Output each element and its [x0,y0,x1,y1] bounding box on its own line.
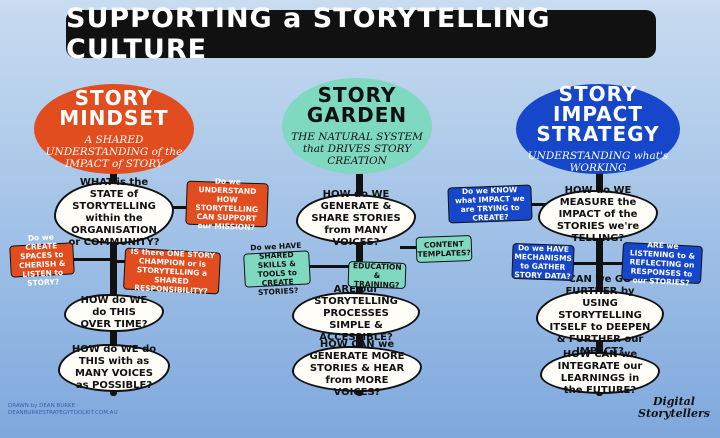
connector [300,265,356,268]
connector [400,246,420,249]
impact-question: HOW do WE MEASURE the IMPACT of the STOR… [538,185,658,244]
mindset-tag: Do we UNDERSTAND HOW STORYTELLING CAN SU… [185,177,269,232]
impact-subtitle: UNDERSTANDING what's WORKING [527,150,669,174]
garden-heading: STORY GARDEN THE NATURAL SYSTEM that DRI… [282,78,432,174]
impact-heading: STORY IMPACT STRATEGY UNDERSTANDING what… [516,84,680,174]
impact-tag: Do we KNOW what IMPACT we are TRYING to … [447,184,533,224]
connector [114,260,130,263]
mindset-question: HOW do WE do THIS OVER TIME? [64,294,164,332]
digital-storytellers-logo: Digital Storytellers [638,395,710,420]
connector [62,258,112,261]
mindset-question: WHAT is the STATE of STORYTELLING within… [54,177,174,248]
garden-question: HOW do WE GENERATE & SHARE STORIES from … [296,189,416,248]
impact-tag: ARE we LISTENING to & REFLECTING on RESP… [621,240,703,287]
mindset-heading: STORY MINDSET A SHARED UNDERSTANDING of … [34,84,194,174]
mindset-tag: Do we CREATE SPACES to CHERISH & LISTEN … [9,232,75,288]
garden-title: STORY GARDEN [306,83,408,127]
impact-tag: Do we HAVE MECHANISMS to GATHER STORY DA… [511,242,575,282]
garden-subtitle: THE NATURAL SYSTEM that DRIVES STORY CRE… [291,131,423,167]
garden-tag: EDUCATION & TRAINING? [347,261,407,289]
garden-tag: CONTENT TEMPLATES? [415,235,473,263]
garden-question: ARE our STORYTELLING PROCESSES SIMPLE & … [292,284,420,343]
mindset-question: HOW do WE do THIS with as MANY VOICES as… [58,344,170,392]
garden-tag: Do we HAVE SHARED SKILLS & TOOLS to CREA… [243,241,311,297]
connector [170,206,192,209]
garden-question: HOW CAN we GENERATE MORE STORIES & HEAR … [292,339,422,398]
mindset-tag: IS there ONE STORY CHAMPION or is STORYT… [122,246,222,295]
mindset-subtitle: A SHARED UNDERSTANDING of the IMPACT of … [45,134,183,170]
page-title: SUPPORTING a STORYTELLING CULTURE [66,3,551,65]
impact-stem [596,150,603,396]
connector [528,203,548,206]
impact-title: STORY IMPACT STRATEGY [536,82,660,146]
impact-question: HOW CAN we INTEGRATE our LEARNINGS in th… [540,349,660,396]
impact-question: CAN we GO FURTHER by USING STORYTELLING … [536,274,664,357]
connector [603,262,625,265]
connector [570,262,596,265]
mindset-title: STORY MINDSET [59,86,169,130]
title-banner: SUPPORTING a STORYTELLING CULTURE [66,3,656,65]
mindset-stem [110,140,117,396]
artist-credit: DRAWN by DEAN BURKE · DEANBURKESTRATEGYT… [8,403,118,416]
